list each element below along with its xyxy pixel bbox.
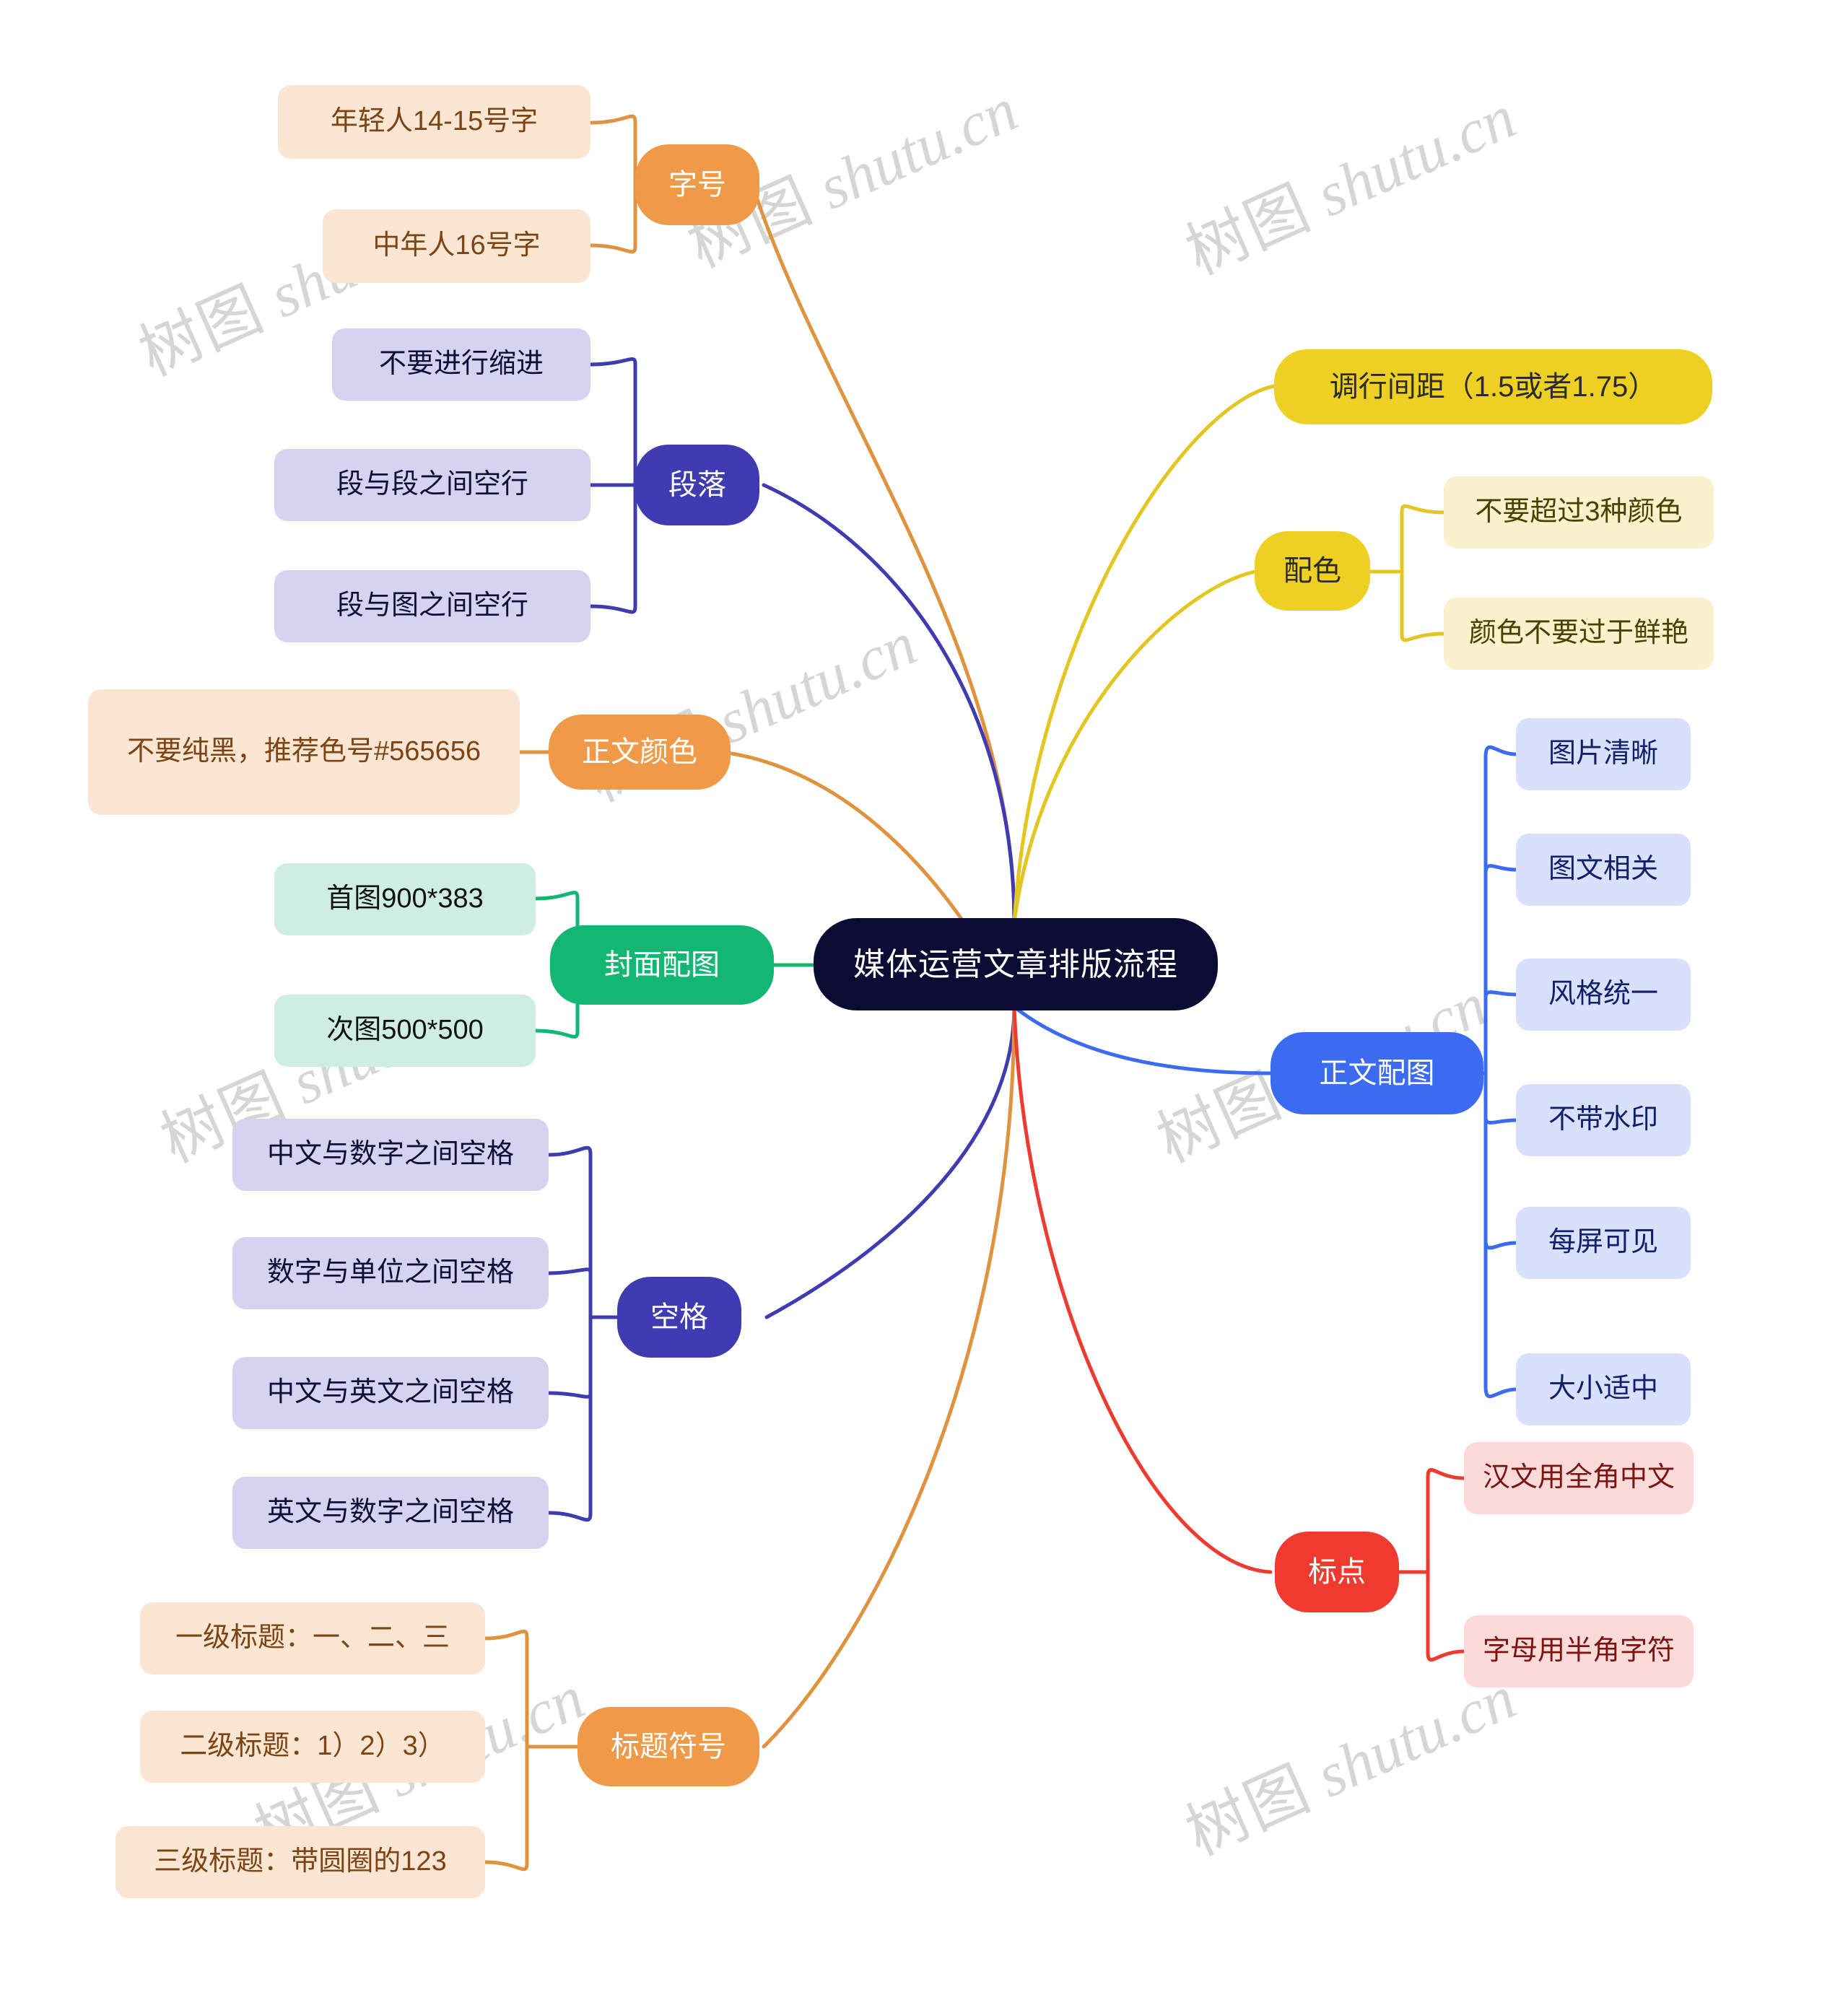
leaf-node[interactable]: 一级标题：一、二、三 bbox=[140, 1602, 485, 1674]
leaf-node[interactable]: 英文与数字之间空格 bbox=[232, 1477, 549, 1549]
leaf-node[interactable]: 次图500*500 bbox=[274, 995, 536, 1067]
root-node[interactable]: 媒体运营文章排版流程 bbox=[814, 918, 1218, 1010]
branch-node-fengmianpeitu[interactable]: 封面配图 bbox=[550, 925, 774, 1005]
leaf-label: 不要进行缩进 bbox=[378, 349, 544, 380]
branch-node-kongge[interactable]: 空格 bbox=[617, 1277, 741, 1358]
leaf-label: 风格统一 bbox=[1548, 979, 1658, 1010]
leaf-label: 不带水印 bbox=[1548, 1104, 1658, 1135]
branch-label: 标题符号 bbox=[611, 1731, 726, 1763]
leaf-node[interactable]: 数字与单位之间空格 bbox=[232, 1237, 549, 1309]
leaf-label: 段与图之间空行 bbox=[336, 590, 528, 621]
leaf-node[interactable]: 字母用半角字符 bbox=[1464, 1615, 1694, 1687]
leaf-node[interactable]: 三级标题：带圆圈的123 bbox=[116, 1826, 485, 1898]
leaf-node[interactable]: 不要超过3种颜色 bbox=[1444, 476, 1714, 549]
branch-node-peise[interactable]: 配色 bbox=[1255, 531, 1370, 611]
leaf-node[interactable]: 不带水印 bbox=[1516, 1084, 1691, 1156]
leaf-label: 首图900*383 bbox=[326, 883, 484, 914]
branch-label: 空格 bbox=[650, 1301, 708, 1333]
leaf-label: 大小适中 bbox=[1548, 1374, 1658, 1405]
leaf-node[interactable]: 每屏可见 bbox=[1516, 1207, 1691, 1279]
leaf-node[interactable]: 图文相关 bbox=[1516, 834, 1691, 906]
root-label: 媒体运营文章排版流程 bbox=[853, 946, 1178, 982]
leaf-node[interactable]: 图片清晰 bbox=[1516, 718, 1691, 790]
leaf-node[interactable]: 不要纯黑，推荐色号#565656 bbox=[88, 689, 520, 815]
branch-label: 正文颜色 bbox=[582, 736, 697, 768]
leaf-label: 二级标题：1）2）3） bbox=[180, 1731, 445, 1762]
branch-label: 标点 bbox=[1308, 1556, 1366, 1588]
watermark-cjk: 树图 bbox=[129, 274, 274, 389]
leaf-label: 段与段之间空行 bbox=[336, 469, 528, 500]
leaf-label: 字母用半角字符 bbox=[1482, 1636, 1675, 1667]
branch-label: 段落 bbox=[668, 469, 726, 501]
leaf-label: 不要超过3种颜色 bbox=[1475, 497, 1683, 528]
branch-node-zihao[interactable]: 字号 bbox=[635, 144, 759, 225]
leaf-node[interactable]: 段与图之间空行 bbox=[274, 570, 590, 642]
leaf-node[interactable]: 大小适中 bbox=[1516, 1353, 1691, 1425]
branch-label: 配色 bbox=[1283, 555, 1341, 587]
leaf-label: 中文与英文之间空格 bbox=[266, 1377, 514, 1408]
leaf-label: 中文与数字之间空格 bbox=[266, 1139, 514, 1170]
leaf-label: 不要纯黑，推荐色号#565656 bbox=[127, 736, 481, 767]
branch-label: 封面配图 bbox=[604, 949, 720, 981]
branch-node-hangjianju[interactable]: 调行间距（1.5或者1.75） bbox=[1274, 349, 1712, 424]
branch-node-zhengwenpeitu[interactable]: 正文配图 bbox=[1270, 1032, 1483, 1114]
leaf-label: 中年人16号字 bbox=[372, 230, 541, 261]
branch-node-biaotifuhao[interactable]: 标题符号 bbox=[578, 1707, 759, 1786]
leaf-label: 三级标题：带圆圈的123 bbox=[154, 1846, 447, 1877]
watermark-latin: shutu.cn bbox=[808, 74, 1027, 223]
leaf-label: 每屏可见 bbox=[1548, 1227, 1658, 1258]
leaf-label: 次图500*500 bbox=[326, 1015, 484, 1046]
watermark: 树图 shutu.cn bbox=[1169, 66, 1527, 292]
branch-node-duanluo[interactable]: 段落 bbox=[635, 445, 759, 525]
leaf-node[interactable]: 二级标题：1）2）3） bbox=[140, 1711, 485, 1783]
leaf-node[interactable]: 汉文用全角中文 bbox=[1464, 1442, 1694, 1514]
watermark-cjk: 树图 bbox=[1176, 173, 1321, 288]
leaf-node[interactable]: 首图900*383 bbox=[274, 863, 536, 935]
branch-label: 调行间距（1.5或者1.75） bbox=[1329, 371, 1657, 403]
branch-label: 字号 bbox=[668, 169, 726, 201]
watermark-latin: shutu.cn bbox=[707, 608, 926, 757]
watermark-latin: shutu.cn bbox=[1306, 82, 1525, 230]
leaf-label: 图片清晰 bbox=[1548, 738, 1658, 769]
leaf-node[interactable]: 风格统一 bbox=[1516, 959, 1691, 1031]
leaf-label: 图文相关 bbox=[1548, 854, 1658, 885]
branch-label: 正文配图 bbox=[1319, 1057, 1435, 1089]
branch-node-zhengwenyanse[interactable]: 正文颜色 bbox=[549, 715, 731, 790]
leaf-node[interactable]: 中年人16号字 bbox=[323, 209, 590, 283]
leaf-node[interactable]: 年轻人14-15号字 bbox=[278, 85, 590, 159]
leaf-label: 汉文用全角中文 bbox=[1482, 1462, 1675, 1493]
leaf-label: 数字与单位之间空格 bbox=[266, 1257, 514, 1288]
leaf-label: 一级标题：一、二、三 bbox=[175, 1623, 450, 1654]
leaf-node[interactable]: 中文与数字之间空格 bbox=[232, 1119, 549, 1191]
watermark-cjk: 树图 bbox=[1176, 1753, 1321, 1869]
leaf-node[interactable]: 颜色不要过于鲜艳 bbox=[1444, 598, 1714, 670]
leaf-label: 年轻人14-15号字 bbox=[330, 106, 539, 137]
leaf-label: 颜色不要过于鲜艳 bbox=[1468, 618, 1688, 649]
leaf-node[interactable]: 段与段之间空行 bbox=[274, 449, 590, 521]
leaf-node[interactable]: 中文与英文之间空格 bbox=[232, 1357, 549, 1429]
leaf-label: 英文与数字之间空格 bbox=[266, 1497, 514, 1528]
leaf-node[interactable]: 不要进行缩进 bbox=[332, 328, 590, 401]
branch-node-biaodian[interactable]: 标点 bbox=[1275, 1532, 1399, 1612]
